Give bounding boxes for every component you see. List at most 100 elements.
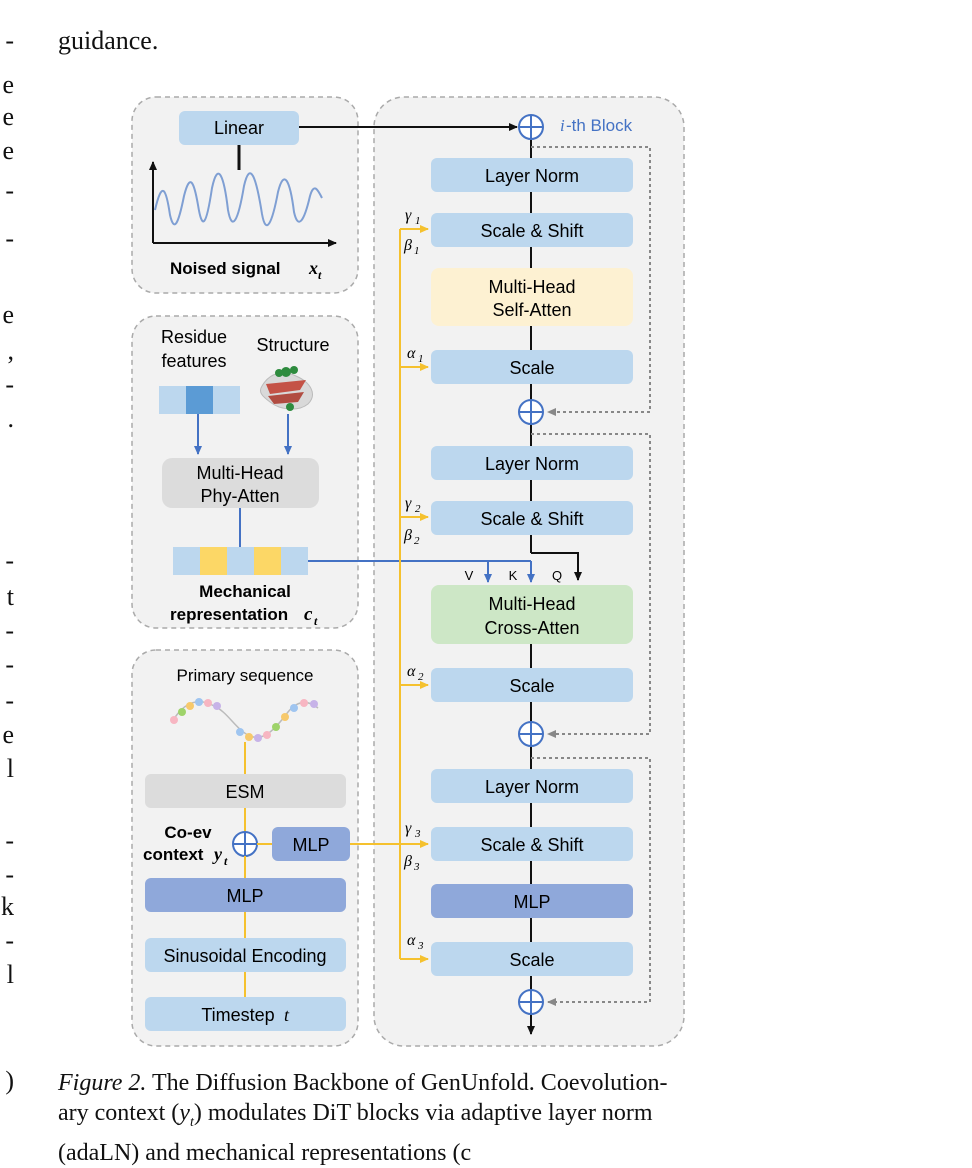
scale-shift-box-3 xyxy=(431,827,633,861)
gamma3-label: γ xyxy=(405,820,412,837)
residual-skip-1 xyxy=(531,146,651,416)
scale-box-1 xyxy=(431,350,633,384)
structure-label: Structure xyxy=(256,335,329,355)
noised-var: x xyxy=(308,258,318,278)
dit-block-panel xyxy=(373,96,685,1047)
block-title-var: i xyxy=(560,116,565,135)
noised-sub: t xyxy=(318,268,322,282)
q-label: Q xyxy=(552,568,562,583)
gamma1-sub: 1 xyxy=(415,215,421,227)
margin-char: - xyxy=(5,224,14,253)
block-input-sum-node xyxy=(518,114,544,140)
residue-cell xyxy=(213,386,240,414)
header-text: guidance. xyxy=(58,26,159,55)
margin-char: e xyxy=(2,720,14,749)
timestep-label: Timestep xyxy=(201,1005,274,1025)
gamma2-label: γ xyxy=(405,495,412,512)
margin-char: e xyxy=(2,70,14,99)
mech-label-1: Mechanical xyxy=(199,582,291,601)
primary-sequence-image xyxy=(170,698,319,742)
timestep-var: t xyxy=(284,1005,290,1025)
scale-box-2 xyxy=(431,668,633,702)
caption-line-2a: ary context ( xyxy=(58,1100,180,1126)
linear-box xyxy=(179,111,299,145)
margin-char: - xyxy=(5,860,14,889)
noised-label: Noised signal xyxy=(170,259,281,278)
layer-norm-box-1 xyxy=(431,158,633,192)
margin-char: l xyxy=(6,960,14,989)
caption-line-2b: ) modulates DiT blocks via adaptive laye… xyxy=(193,1100,653,1126)
self-attn-label-2: Self-Atten xyxy=(492,300,571,320)
scale-label-1: Scale xyxy=(509,358,554,378)
layer-norm-label-1: Layer Norm xyxy=(485,166,579,186)
esm-box xyxy=(145,774,346,808)
coev-label-2: context xyxy=(143,845,204,864)
linear-label: Linear xyxy=(214,118,264,138)
scale-shift-label-2: Scale & Shift xyxy=(480,509,583,529)
residual-skip-3 xyxy=(531,757,651,1006)
margin-char: - xyxy=(5,176,14,205)
margin-char: - xyxy=(5,26,14,55)
alpha3-label: α xyxy=(407,932,416,949)
protein-structure-image xyxy=(259,366,313,411)
residual-sum-node-2 xyxy=(518,721,544,747)
scale-shift-box-1 xyxy=(431,213,633,247)
margin-char: - xyxy=(5,926,14,955)
figure-caption: Figure 2. The Diffusion Backbone of GenU… xyxy=(58,1068,778,1168)
margin-char: ) xyxy=(5,1066,14,1095)
scale-label-2: Scale xyxy=(509,676,554,696)
page: guidance. - e e e - - e , - . - t - - - … xyxy=(1,26,685,1166)
scale-shift-label-3: Scale & Shift xyxy=(480,835,583,855)
margin-char: e xyxy=(2,136,14,165)
margin-char: - xyxy=(5,616,14,645)
block-title: -th Block xyxy=(566,116,633,135)
mlp-label: MLP xyxy=(226,886,263,906)
block-mlp-box xyxy=(431,884,633,918)
mech-var: c xyxy=(304,604,313,625)
alpha2-label: α xyxy=(407,663,416,680)
mech-cell xyxy=(281,547,308,575)
residual-sum-node-1 xyxy=(518,399,544,425)
mlp-small-label: MLP xyxy=(292,835,329,855)
caption-line-1: The Diffusion Backbone of GenUnfold. Coe… xyxy=(146,1070,668,1096)
layer-norm-box-3 xyxy=(431,769,633,803)
residue-label-1: Residue xyxy=(161,327,227,347)
k-label: K xyxy=(509,568,518,583)
beta2-sub: 2 xyxy=(414,535,420,547)
residual-skip-2 xyxy=(531,433,651,738)
scale-label-3: Scale xyxy=(509,950,554,970)
cross-attn-label-2: Cross-Atten xyxy=(484,618,579,638)
margin-char: - xyxy=(5,826,14,855)
beta2-label: β xyxy=(403,527,412,544)
margin-char: . xyxy=(7,404,15,433)
coev-var: y xyxy=(212,844,223,864)
residual-sum-node-3 xyxy=(518,989,544,1015)
phy-atten-box xyxy=(162,458,319,508)
mech-sub: t xyxy=(314,614,318,628)
margin-char: - xyxy=(5,650,14,679)
primary-seq-label: Primary sequence xyxy=(176,666,313,685)
self-attn-label-1: Multi-Head xyxy=(488,277,575,297)
margin-char: - xyxy=(5,686,14,715)
beta1-label: β xyxy=(403,237,412,254)
margin-char: - xyxy=(5,546,14,575)
scale-box-3 xyxy=(431,942,633,976)
phy-atten-label-2: Phy-Atten xyxy=(200,486,279,506)
q-arrow xyxy=(531,552,582,581)
layer-norm-label-2: Layer Norm xyxy=(485,454,579,474)
layer-norm-box-2 xyxy=(431,446,633,480)
cross-attn-label-1: Multi-Head xyxy=(488,594,575,614)
esm-label: ESM xyxy=(225,782,264,802)
coev-sub: t xyxy=(224,854,228,868)
alpha3-sub: 3 xyxy=(417,940,424,952)
sinusoidal-box xyxy=(145,938,346,972)
architecture-diagram: Linear Noised signal x t Residue feature… xyxy=(131,96,685,1047)
cross-attn-box xyxy=(431,585,633,644)
margin-char: t xyxy=(6,582,14,611)
margin-char: e xyxy=(2,300,14,329)
gamma2-sub: 2 xyxy=(415,503,421,515)
caption-line-3: (adaLN) and mechanical representations (… xyxy=(58,1139,472,1166)
sinusoidal-label: Sinusoidal Encoding xyxy=(163,946,326,966)
margin-char: k xyxy=(1,892,14,921)
mech-cell xyxy=(173,547,200,575)
